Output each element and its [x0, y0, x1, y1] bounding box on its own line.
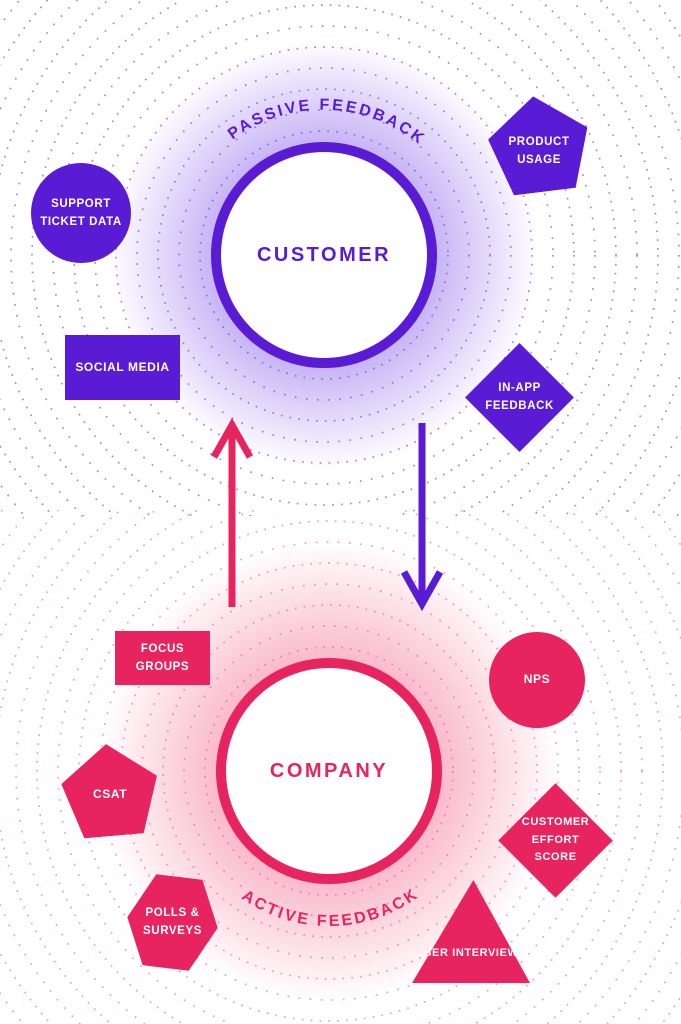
- node-label: SOCIAL MEDIA: [75, 359, 170, 374]
- node-label: USER INTERVIEWS: [415, 946, 527, 959]
- node-label: SUPPORT TICKET DATA: [40, 197, 122, 228]
- dotted-rings-customer: [0, 0, 681, 516]
- dotted-rings-company: [0, 510, 681, 1024]
- customer-hub-label: CUSTOMER: [256, 243, 392, 266]
- company-hub-circle: COMPANY: [216, 658, 442, 884]
- node-label: CUSTOMER EFFORT SCORE: [521, 816, 590, 864]
- node-label: NPS: [523, 672, 551, 687]
- node-label: CSAT: [92, 787, 128, 802]
- node-label: IN-APP FEEDBACK: [485, 382, 554, 413]
- arrow-company-to-customer: [210, 417, 254, 607]
- node-focus-groups: FOCUS GROUPS: [115, 631, 210, 685]
- node-nps: NPS: [489, 632, 585, 728]
- node-label: POLLS & SURVEYS: [143, 907, 202, 938]
- node-social-media: SOCIAL MEDIA: [65, 335, 180, 400]
- node-label: PRODUCT USAGE: [508, 135, 570, 166]
- arrow-customer-to-company: [400, 423, 444, 612]
- company-hub-label: COMPANY: [269, 759, 389, 782]
- customer-hub-circle: CUSTOMER: [211, 142, 437, 368]
- node-label: FOCUS GROUPS: [135, 642, 190, 673]
- node-support-ticket-data: SUPPORT TICKET DATA: [31, 163, 131, 263]
